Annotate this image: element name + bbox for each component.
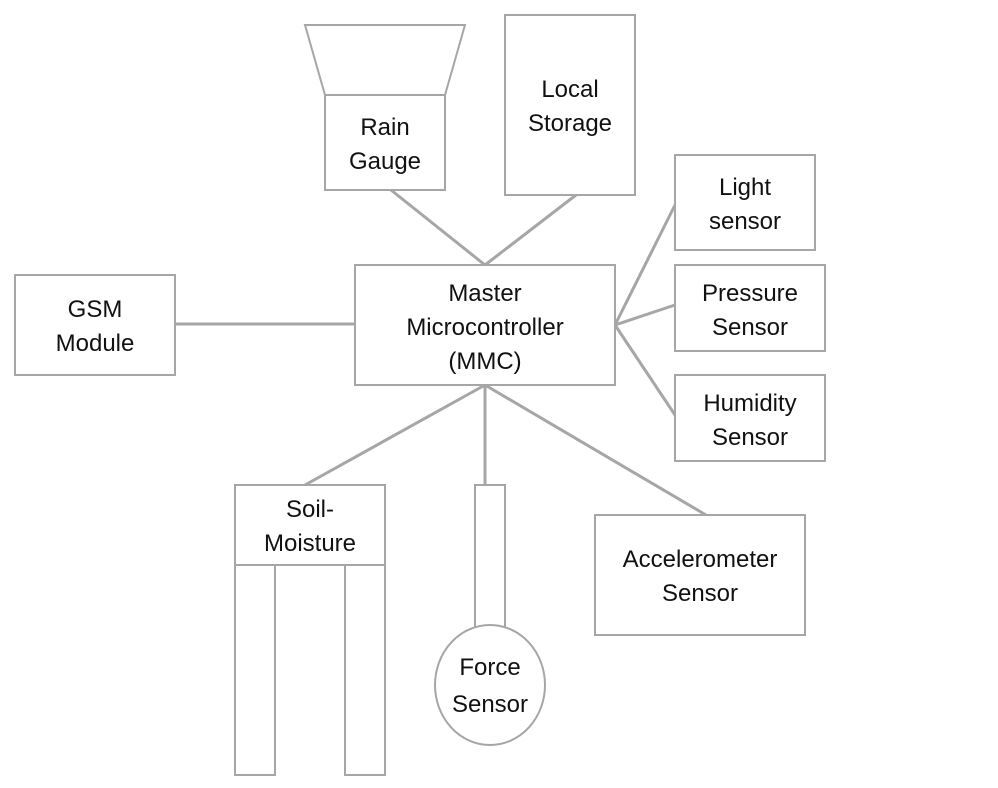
gsm-module-label-line2: Module (56, 330, 135, 357)
humidity-sensor: Humidity Sensor (674, 374, 826, 462)
force-sensor: Force Sensor (434, 484, 546, 746)
rain-gauge-funnel (303, 24, 467, 96)
rain-gauge-label-line2: Gauge (349, 148, 421, 175)
rain-gauge: Rain Gauge (303, 24, 467, 191)
gsm-module-box (14, 274, 176, 376)
master-microcontroller: Master Microcontroller (MMC) (354, 264, 616, 386)
soil-moisture-box (234, 484, 386, 566)
connector-soil-moisture (304, 383, 486, 487)
connector-local-storage (484, 193, 577, 267)
connector-humidity-sensor (613, 324, 677, 416)
humidity-sensor-label-line1: Humidity (703, 390, 796, 417)
connector-light-sensor (613, 204, 677, 326)
mmc-label-line2: Microcontroller (406, 314, 563, 341)
local-storage-box (504, 14, 636, 196)
force-sensor-label-line1: Force (459, 654, 520, 681)
connector-rain-gauge (390, 188, 486, 267)
humidity-sensor-box (674, 374, 826, 462)
accelerometer-label-line2: Sensor (662, 580, 738, 607)
soil-moisture-label-line2: Moisture (264, 530, 356, 557)
connector-pressure-sensor (614, 303, 676, 327)
light-sensor-box (674, 154, 816, 251)
light-sensor-label-line2: sensor (709, 208, 781, 235)
pressure-sensor-box (674, 264, 826, 352)
gsm-module-label-line1: GSM (68, 296, 123, 323)
accelerometer-sensor-box (594, 514, 806, 636)
light-sensor: Light sensor (674, 154, 816, 251)
force-sensor-pad (434, 624, 546, 746)
mmc-label-line1: Master (448, 280, 521, 307)
rain-gauge-box (324, 94, 446, 191)
accelerometer-sensor: Accelerometer Sensor (594, 514, 806, 636)
local-storage: Local Storage (504, 14, 636, 196)
force-sensor-stem (474, 484, 506, 628)
connectors (175, 188, 707, 517)
local-storage-label-line1: Local (541, 76, 598, 103)
pressure-sensor-label-line2: Sensor (712, 314, 788, 341)
pressure-sensor-label-line1: Pressure (702, 280, 798, 307)
rain-gauge-label-line1: Rain (360, 114, 409, 141)
soil-moisture-sensor: Soil- Moisture (234, 484, 386, 776)
force-sensor-label-line2: Sensor (452, 691, 528, 718)
soil-moisture-left-prong (234, 564, 276, 776)
humidity-sensor-label-line2: Sensor (712, 424, 788, 451)
mmc-label-line3: (MMC) (448, 348, 521, 375)
light-sensor-label-line1: Light (719, 174, 771, 201)
soil-moisture-label-line1: Soil- (286, 496, 334, 523)
connector-accelerometer (484, 383, 707, 517)
pressure-sensor: Pressure Sensor (674, 264, 826, 352)
master-microcontroller-box (354, 264, 616, 386)
soil-moisture-right-prong (344, 564, 386, 776)
local-storage-label-line2: Storage (528, 110, 612, 137)
accelerometer-label-line1: Accelerometer (623, 546, 778, 573)
gsm-module: GSM Module (14, 274, 176, 376)
